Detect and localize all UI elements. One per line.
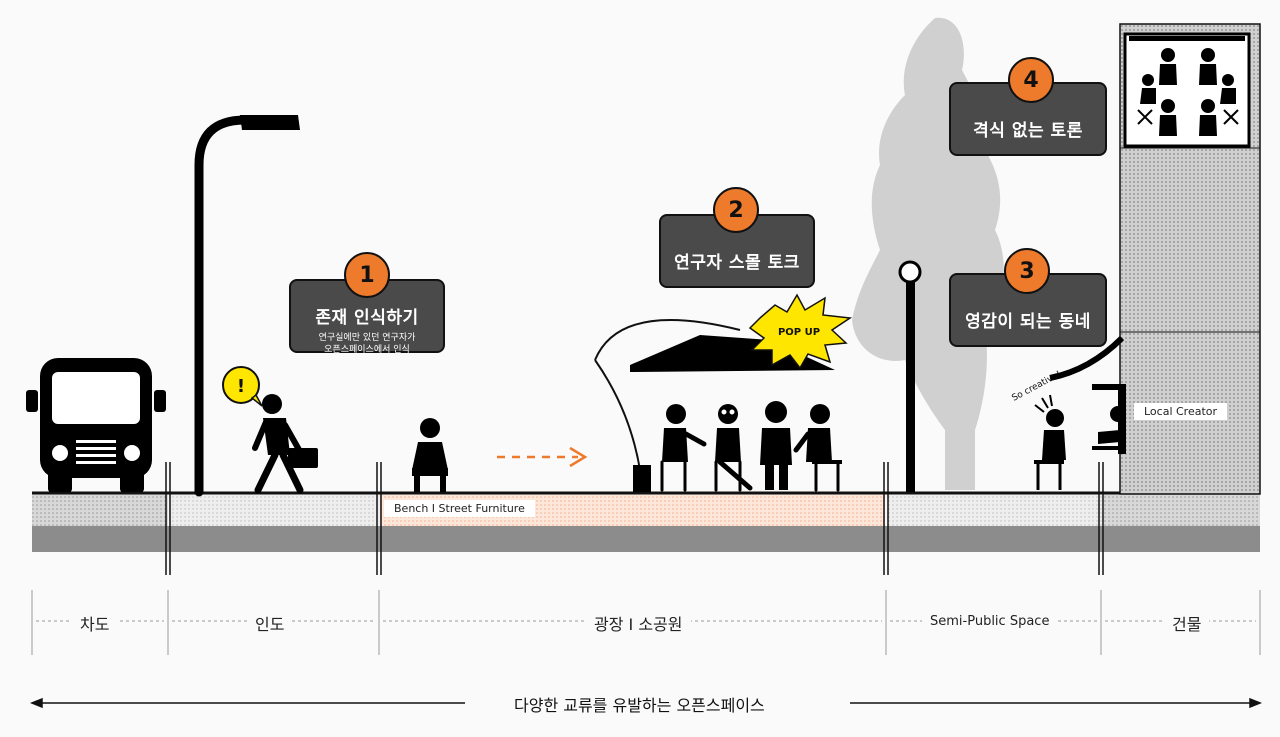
bench-person-icon — [412, 418, 448, 492]
callout-small-talk: 연구자 스몰 토크 — [659, 214, 815, 288]
pole-light-icon — [898, 260, 922, 492]
callout-4-title: 격식 없는 토론 — [973, 121, 1083, 141]
callout-3-title: 영감이 되는 동네 — [965, 312, 1091, 332]
section-dividers — [165, 462, 1104, 575]
popup-burst-icon: POP UP — [748, 293, 853, 370]
zone-label-roadway: 차도 — [72, 611, 118, 635]
discussion-window-icon — [1129, 36, 1245, 136]
ground-sidewalk — [170, 494, 380, 526]
walking-person-icon — [252, 394, 318, 494]
zone-label-semi-public: Semi-Public Space — [922, 614, 1058, 629]
researcher-group-icon — [660, 401, 842, 492]
callout-1-title: 존재 인식하기 — [315, 308, 419, 328]
zone-label-plaza: 광장 I 소공원 — [586, 611, 691, 635]
street-lamp-icon — [194, 115, 300, 497]
callout-informal-discussion: 격식 없는 토론 — [949, 82, 1107, 156]
ground-base — [32, 526, 1260, 552]
inspired-person-icon: So creative! — [1010, 369, 1066, 490]
badge-2: 2 — [713, 187, 759, 233]
callout-2-title: 연구자 스몰 토크 — [674, 253, 800, 273]
exclamation-text: ! — [237, 376, 245, 397]
ground-semi-public — [888, 494, 1102, 526]
callout-1-sub-line-2: 오픈스페이스에서 인식 — [324, 345, 410, 355]
callout-awareness: 존재 인식하기 연구실에만 있던 연구자가 오픈스페이스에서 인식 — [289, 279, 445, 355]
local-creator-tag: Local Creator — [1134, 403, 1228, 420]
callout-1-sub-line-1: 연구실에만 있던 연구자가 — [318, 333, 416, 343]
badge-1: 1 — [344, 252, 390, 298]
bottom-caption: 다양한 교류를 유발하는 오픈스페이스 — [500, 692, 779, 716]
bench-tag: Bench I Street Furniture — [384, 500, 535, 517]
callout-inspiring-neighborhood: 영감이 되는 동네 — [949, 273, 1107, 347]
exclamation-bubble-icon: ! — [222, 366, 263, 407]
popup-canopy-icon — [594, 319, 835, 492]
zone-label-building: 건물 — [1164, 611, 1210, 635]
local-creator-icon — [1092, 384, 1126, 454]
badge-4: 4 — [1008, 57, 1054, 103]
zone-label-sidewalk: 인도 — [247, 611, 293, 635]
popup-text: POP UP — [778, 327, 820, 338]
bus-icon — [26, 358, 166, 492]
badge-3: 3 — [1004, 248, 1050, 294]
bottom-arrow — [29, 697, 1263, 709]
dashed-arrow-icon — [497, 446, 588, 468]
ground-building — [1104, 494, 1260, 526]
ground-road — [32, 494, 168, 526]
